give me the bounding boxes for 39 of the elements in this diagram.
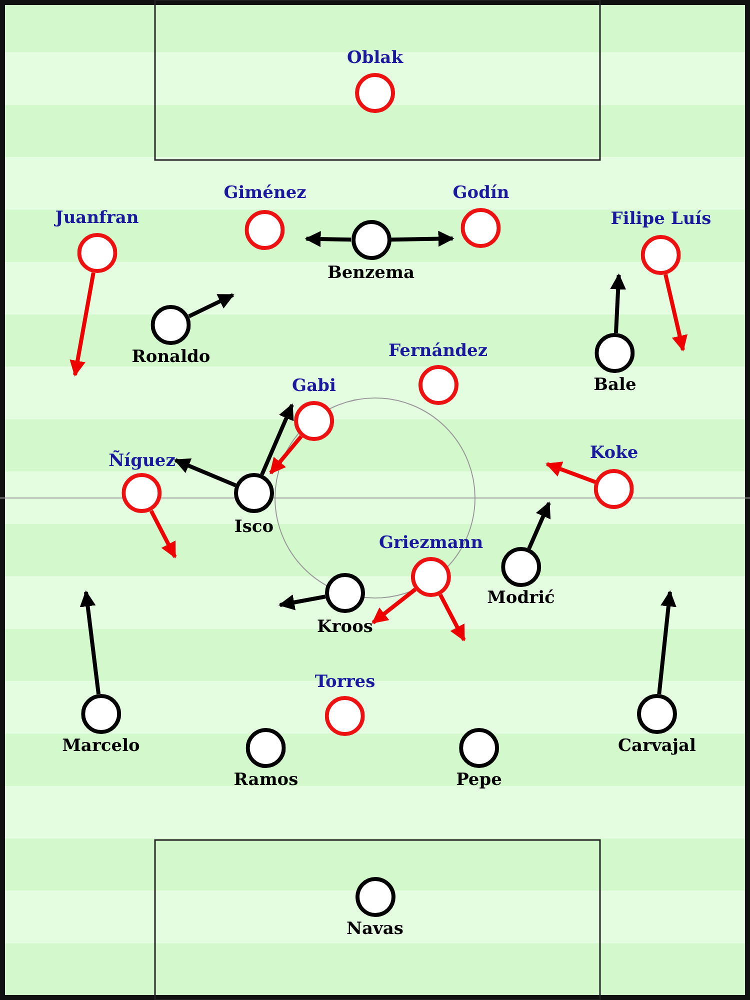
player-name: Carvajal (618, 736, 696, 756)
movement-arrow (278, 594, 326, 610)
player-name: Koke (590, 443, 638, 463)
player-name: Marcelo (62, 736, 140, 756)
movement-arrow (438, 594, 466, 642)
player-name: Benzema (327, 263, 415, 283)
player-name: Pepe (456, 770, 502, 790)
player-name: Bale (594, 375, 636, 395)
movement-arrow (188, 293, 234, 318)
movement-arrow (546, 462, 596, 484)
player-name: Isco (234, 517, 274, 537)
player-name: Filipe Luís (610, 209, 712, 229)
player-name: Juanfran (55, 208, 139, 228)
player-name: Ronaldo (132, 347, 210, 367)
player-name: Gabi (292, 376, 336, 396)
movement-arrow (70, 272, 96, 377)
movement-arrow (80, 590, 101, 694)
movement-arrow (610, 273, 626, 334)
player-name: Modrić (487, 588, 555, 608)
player-name: Oblak (347, 48, 403, 68)
movement-arrow (657, 590, 676, 694)
player-name: Navas (346, 919, 404, 939)
player-name: Ñíguez (108, 451, 176, 471)
player-name: Ramos (234, 770, 298, 790)
movement-arrow (390, 230, 454, 247)
player-name: Fernández (388, 341, 488, 361)
movement-arrow (372, 588, 417, 624)
player-name: Torres (314, 672, 376, 692)
movement-arrow (664, 274, 688, 352)
movement-arrow (269, 435, 303, 474)
movement-arrow (260, 403, 294, 476)
movement-arrow (527, 502, 551, 550)
player-name: Giménez (224, 183, 306, 203)
player-name: Kroos (317, 617, 373, 637)
movement-arrow (149, 510, 177, 558)
movement-arrow (304, 231, 352, 248)
player-name: Griezmann (378, 533, 484, 553)
movement-arrow (174, 458, 236, 488)
player-name: Godín (452, 183, 510, 203)
